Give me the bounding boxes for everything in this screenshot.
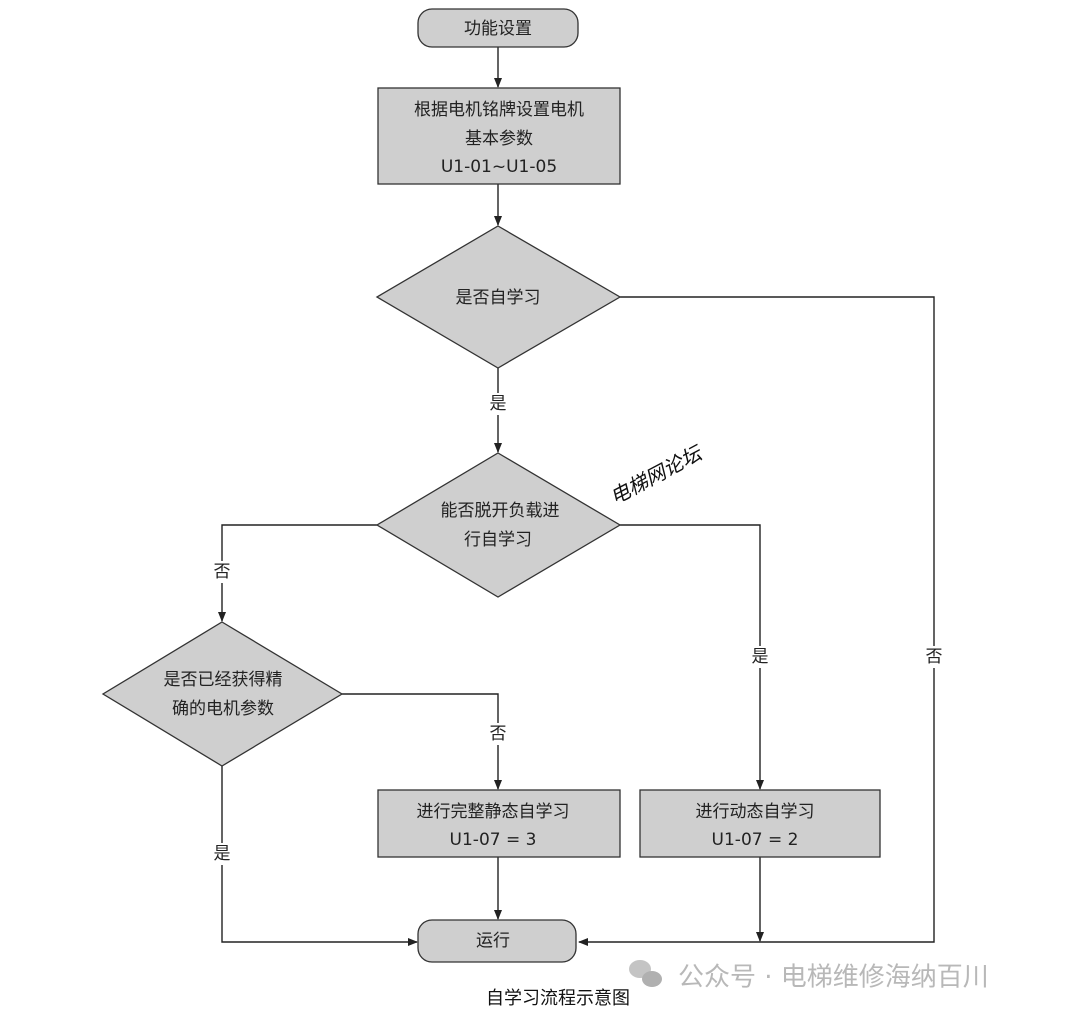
svg-text:是否已经获得精: 是否已经获得精 xyxy=(164,670,283,690)
label-autotune-yes: 是 xyxy=(490,394,507,414)
svg-text:U1-01~U1-05: U1-01~U1-05 xyxy=(441,157,557,177)
decision-autotune: 是否自学习 xyxy=(375,225,622,369)
svg-text:能否脱开负载进: 能否脱开负载进 xyxy=(441,501,560,521)
edge-uncouple-no xyxy=(218,524,377,622)
edge-autotune-no xyxy=(578,296,935,946)
wechat-icon xyxy=(629,960,662,987)
svg-text:根据电机铭牌设置电机: 根据电机铭牌设置电机 xyxy=(414,100,584,120)
decision-params-known: 是否已经获得精 确的电机参数 xyxy=(101,621,344,767)
edge-labels: 是 否 否 是 否 是 xyxy=(210,393,946,865)
caption: 自学习流程示意图 xyxy=(486,988,630,1009)
decision-uncouple: 能否脱开负载进 行自学习 xyxy=(375,452,622,598)
wechat-watermark: 公众号 · 电梯维修海纳百川 xyxy=(678,963,989,993)
node-dynamic-tune: 进行动态自学习 U1-07 = 2 xyxy=(639,789,881,858)
edge-params-known-yes xyxy=(221,766,418,946)
svg-text:功能设置: 功能设置 xyxy=(464,19,532,39)
label-uncouple-no: 否 xyxy=(214,562,231,582)
node-static-tune: 进行完整静态自学习 U1-07 = 3 xyxy=(377,789,621,858)
label-autotune-no: 否 xyxy=(926,647,943,667)
svg-text:U1-07 = 3: U1-07 = 3 xyxy=(450,830,537,850)
svg-text:进行完整静态自学习: 进行完整静态自学习 xyxy=(417,802,570,822)
connectors xyxy=(218,47,935,946)
node-start: 功能设置 xyxy=(417,8,579,48)
svg-text:运行: 运行 xyxy=(476,931,510,951)
svg-text:行自学习: 行自学习 xyxy=(464,530,532,550)
node-set-params: 根据电机铭牌设置电机 基本参数 U1-01~U1-05 xyxy=(377,87,621,185)
node-end: 运行 xyxy=(417,919,577,963)
edge-params-known-no xyxy=(342,693,502,790)
svg-text:基本参数: 基本参数 xyxy=(465,129,533,149)
handwritten-watermark: 电梯网论坛 xyxy=(606,440,707,509)
label-uncouple-yes: 是 xyxy=(752,647,769,667)
label-params-known-yes: 是 xyxy=(214,844,231,864)
label-params-known-no: 否 xyxy=(490,724,507,744)
svg-text:进行动态自学习: 进行动态自学习 xyxy=(696,802,815,822)
edge-uncouple-yes xyxy=(620,524,764,790)
svg-text:是否自学习: 是否自学习 xyxy=(456,288,541,308)
svg-text:U1-07 = 2: U1-07 = 2 xyxy=(712,830,799,850)
svg-text:确的电机参数: 确的电机参数 xyxy=(172,699,274,719)
